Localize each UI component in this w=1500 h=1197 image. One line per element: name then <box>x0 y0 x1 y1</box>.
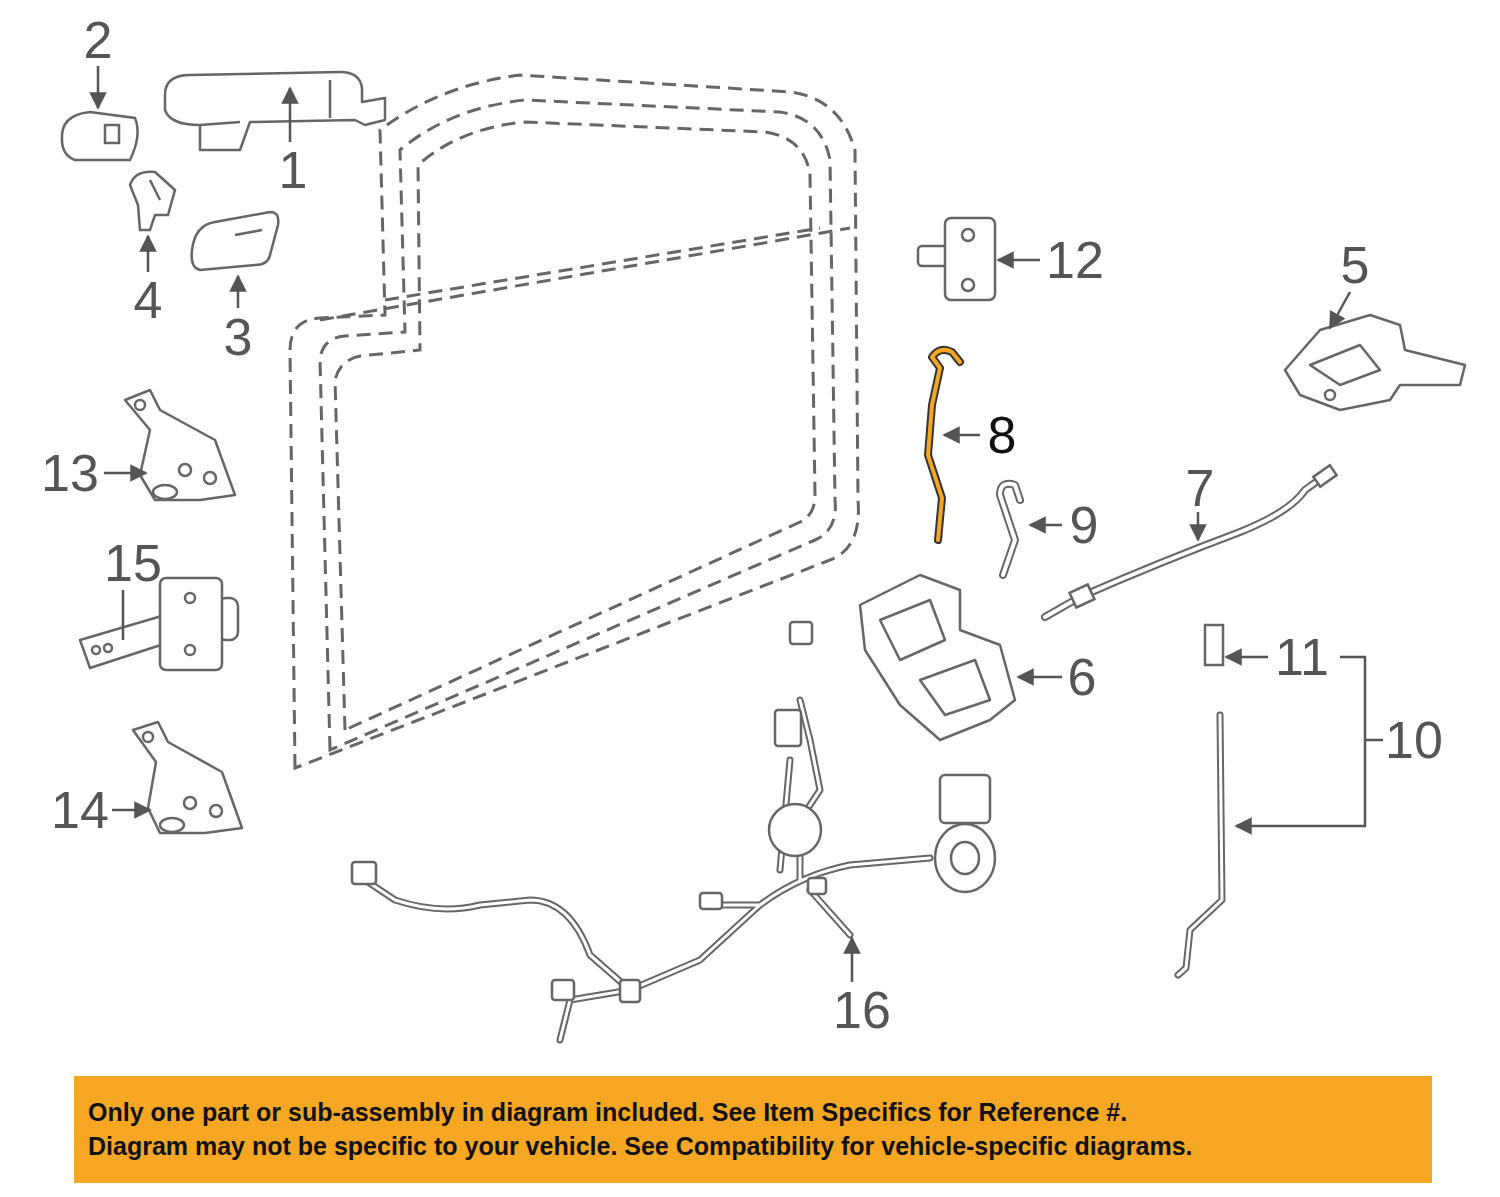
callout-number: 4 <box>134 274 163 326</box>
callout-number: 16 <box>833 984 891 1036</box>
lock-rod <box>928 350 960 540</box>
callout-number: 3 <box>224 311 253 363</box>
door-outline <box>290 75 858 768</box>
callout-number: 6 <box>1068 651 1097 703</box>
leader-lines <box>98 66 1383 982</box>
door-check <box>80 578 238 670</box>
notice-text: Only one part or sub-assembly in diagram… <box>88 1096 1418 1130</box>
door-striker <box>918 218 995 300</box>
callout-number: 15 <box>104 537 162 589</box>
callout-number: 10 <box>1385 714 1443 766</box>
callout-number: 2 <box>84 14 113 66</box>
callout-number: 5 <box>1341 239 1370 291</box>
notice-text: Diagram may not be specific to your vehi… <box>88 1130 1418 1164</box>
callout-number: 9 <box>1070 499 1099 551</box>
rod-clip <box>1205 625 1223 665</box>
upper-hinge <box>125 390 235 500</box>
callout-number: 8 <box>988 409 1017 461</box>
wiring-harness <box>352 622 995 1040</box>
callout-number: 14 <box>51 784 109 836</box>
notice-banner: Only one part or sub-assembly in diagram… <box>74 1076 1432 1183</box>
handle-bracket <box>1285 315 1465 410</box>
handle-cap <box>62 112 138 160</box>
handle-pad <box>192 212 279 270</box>
callout-number: 12 <box>1046 234 1104 286</box>
door-latch <box>860 575 1015 740</box>
inside-lock-rod <box>1178 715 1222 975</box>
callout-number: 7 <box>1186 462 1215 514</box>
lock-cylinder <box>130 172 175 230</box>
callout-number: 13 <box>41 447 99 499</box>
lower-hinge <box>133 722 242 833</box>
door-handle <box>165 72 385 150</box>
callout-number: 11 <box>1275 631 1329 683</box>
rod-clip <box>1000 484 1020 575</box>
callout-number: 1 <box>279 144 308 196</box>
